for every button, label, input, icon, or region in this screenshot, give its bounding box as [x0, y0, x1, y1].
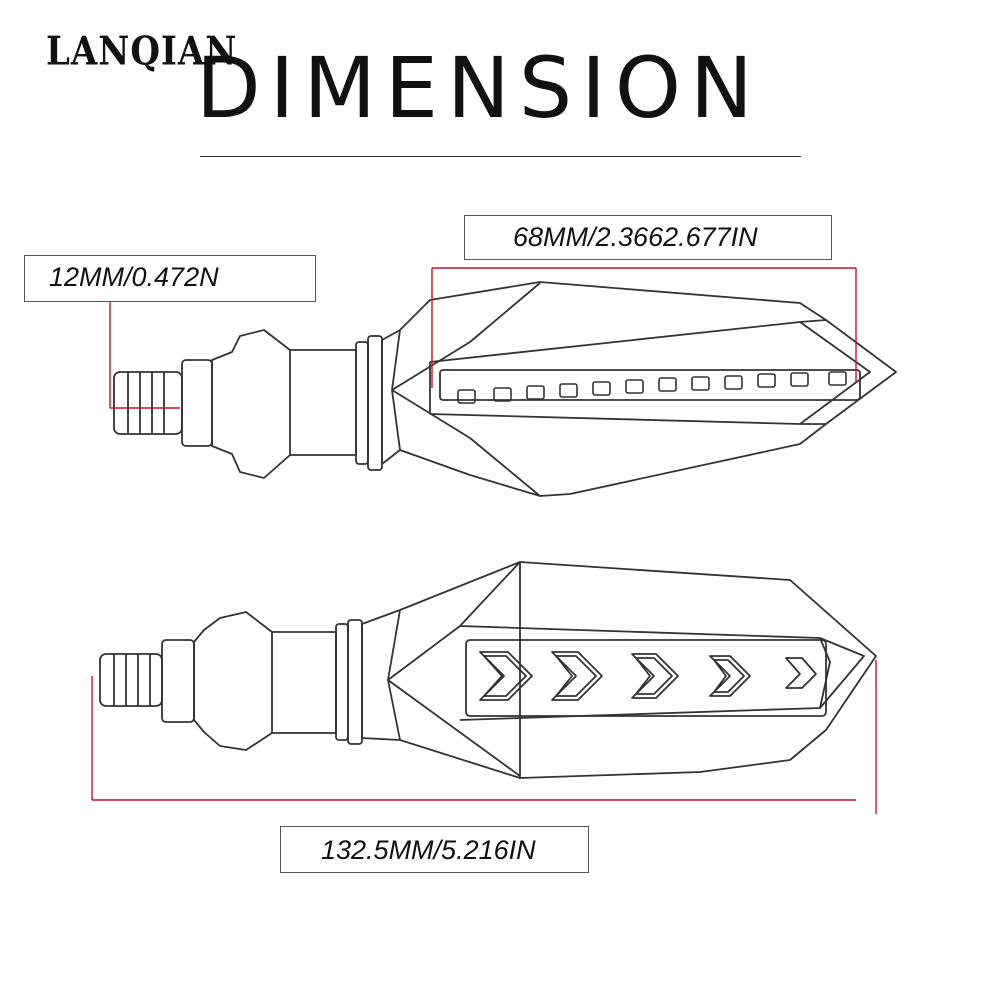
- led-strip-top: [439, 369, 861, 401]
- collar-bottom: [272, 631, 337, 734]
- stem-top: [211, 329, 291, 479]
- page-title: DIMENSION: [196, 39, 762, 137]
- ring-b-top: [367, 335, 383, 471]
- lens-length-label: 68MM/2.3662.677IN: [464, 215, 832, 260]
- signal-light-bottom-view: [99, 561, 877, 779]
- led-segments: [457, 371, 847, 404]
- collar-top: [290, 349, 357, 456]
- ring-a-top: [355, 341, 369, 465]
- thread-bolt-bottom: [99, 653, 163, 707]
- dimension-lines: [91, 267, 877, 814]
- thread-diameter-label: 12MM/0.472N: [24, 255, 316, 302]
- nut-bottom: [161, 639, 195, 723]
- arrow-leds: [479, 651, 817, 701]
- body-top: [381, 281, 897, 497]
- brand-logo: LANQIAN: [46, 29, 238, 75]
- signal-light-top-view: [113, 281, 897, 497]
- title-divider: [200, 156, 801, 157]
- arrow-window: [465, 639, 827, 717]
- thread-bolt-top: [113, 371, 183, 435]
- ring-b-bottom: [347, 619, 363, 745]
- thread-dimension-line: [109, 300, 180, 409]
- body-bottom: [361, 561, 877, 779]
- ring-a-bottom: [335, 623, 349, 741]
- total-length-label: 132.5MM/5.216IN: [280, 826, 589, 873]
- nut-top: [181, 359, 213, 447]
- stem-bottom: [193, 611, 273, 751]
